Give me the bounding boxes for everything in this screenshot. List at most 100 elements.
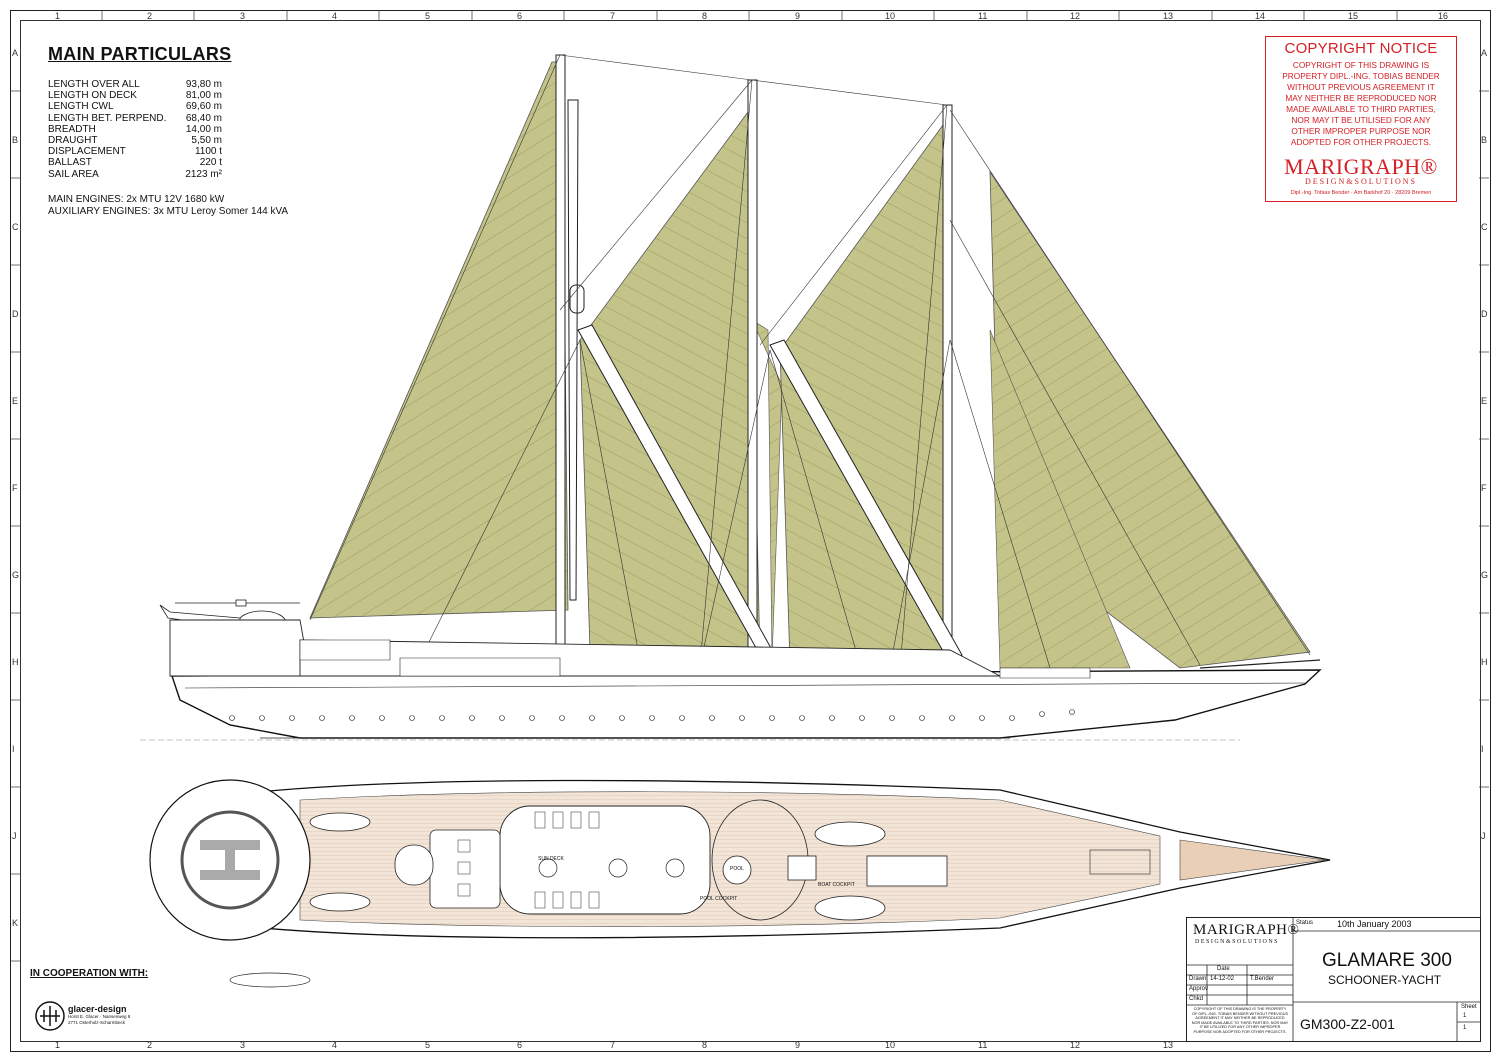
tender-bottom xyxy=(814,895,886,921)
grid-row-label: F xyxy=(12,483,18,493)
tb-copyright: COPYRIGHT OF THIS DRAWING IS THE PROPERT… xyxy=(1191,1007,1289,1034)
grid-col-label: 11 xyxy=(978,1040,988,1050)
grid-col-label: 1 xyxy=(55,11,61,21)
grid-row-label: G xyxy=(1481,570,1489,580)
particular-value: 69,60 m xyxy=(185,101,222,113)
particular-label: BALLAST xyxy=(48,157,92,169)
drawing-number: GM300-Z2-001 xyxy=(1300,1016,1395,1032)
mast-main xyxy=(747,79,758,671)
tb-status-value: 10th January 2003 xyxy=(1337,919,1412,929)
tb-drawn-date: 14-12-02 xyxy=(1210,976,1235,982)
particular-value: 93,80 m xyxy=(185,79,222,90)
pool-label: POOL xyxy=(730,866,744,872)
aft-deckhouse xyxy=(169,619,311,677)
copyright-line: WITHOUT PREVIOUS AGREEMENT IT xyxy=(1287,82,1435,92)
copyright-notice: COPYRIGHT NOTICE COPYRIGHT OF THIS DRAWI… xyxy=(1265,36,1457,202)
bow-area xyxy=(1179,839,1326,881)
sun-deck-label: SUN DECK xyxy=(538,856,564,862)
particular-label: BREADTH xyxy=(48,123,96,135)
glacer-logo-icon xyxy=(35,1001,65,1031)
hull-profile xyxy=(140,619,1322,741)
particular-value: 68,40 m xyxy=(185,112,222,124)
copyright-body: COPYRIGHT OF THIS DRAWING IS PROPERTY DI… xyxy=(1266,60,1456,148)
fore-sail xyxy=(309,61,569,619)
mast-mizzen xyxy=(942,104,953,671)
grid-row-label: G xyxy=(12,570,20,580)
particular-row: BREADTH 14,00 m xyxy=(48,124,222,135)
grid-col-label: 3 xyxy=(240,1040,246,1050)
particular-value: 5,50 m xyxy=(191,135,222,147)
grid-col-label: 5 xyxy=(425,1040,431,1050)
sun-loungers xyxy=(457,811,600,909)
copyright-line: PROPERTY DIPL.-ING. TOBIAS BENDER xyxy=(1282,71,1440,81)
glacer-name: glacer-design xyxy=(68,1004,127,1014)
tb-status-label: Status xyxy=(1296,920,1314,926)
tb-drawn-by: T.Bender xyxy=(1250,976,1275,982)
grid-col-label: 1 xyxy=(55,1040,61,1050)
boat-cockpit-label: BOAT COCKPIT xyxy=(818,882,855,888)
particular-value: 81,00 m xyxy=(185,90,222,102)
grid-col-label: 13 xyxy=(1163,1040,1174,1050)
grid-col-label: 6 xyxy=(517,11,523,21)
tb-date-label: Date xyxy=(1217,966,1230,972)
marigraph-tagline: DESIGN&SOLUTIONS xyxy=(1305,177,1417,186)
particular-label: LENGTH CWL xyxy=(48,101,114,113)
grid-row-label: E xyxy=(1481,396,1488,406)
project-type: SCHOONER-YACHT xyxy=(1328,973,1442,987)
grid-row-label: D xyxy=(12,309,19,319)
grid-col-label: 12 xyxy=(1070,1040,1081,1050)
grid-col-label: 16 xyxy=(1438,11,1449,21)
marigraph-address: Dipl.-Ing. Tobias Bender · Am Barkhof 20… xyxy=(1290,190,1432,196)
hull xyxy=(171,669,1322,739)
copyright-line: OTHER IMPROPER PURPOSE NOR xyxy=(1291,126,1431,136)
grid-row-label: D xyxy=(1481,309,1488,319)
grid-col-label: 8 xyxy=(702,11,708,21)
grid-col-label: 10 xyxy=(885,1040,896,1050)
tender-top xyxy=(814,821,886,847)
grid-row-label: H xyxy=(1481,657,1488,667)
glacer-address-2: 2771 Osterholz-Scharmbeck xyxy=(68,1020,126,1025)
particular-value: 14,00 m xyxy=(185,123,222,135)
grid-row-label: E xyxy=(12,396,19,406)
grid-col-label: 10 xyxy=(885,11,896,21)
grid-col-label: 2 xyxy=(147,11,153,21)
portholes xyxy=(229,709,1075,721)
grid-col-label: 15 xyxy=(1348,11,1359,21)
grid-row-label: C xyxy=(1481,222,1488,232)
grid-col-label: 11 xyxy=(978,11,988,21)
helipad-marking xyxy=(200,840,260,880)
staysail-1 xyxy=(579,110,761,661)
grid-row-label: K xyxy=(12,918,19,928)
cooperation-label: IN COOPERATION WITH: xyxy=(30,968,149,979)
grid-col-label: 3 xyxy=(240,11,246,21)
grid-col-label: 9 xyxy=(795,1040,801,1050)
particular-value: 1100 t xyxy=(194,146,222,158)
particular-label: LENGTH BET. PERPEND. xyxy=(48,112,167,124)
copyright-line: MAY NEITHER BE REPRODUCED NOR xyxy=(1285,93,1437,103)
glacer-address-1: Horst E. Glacer · Nansenweg 8 xyxy=(68,1014,131,1019)
grid-row-label: B xyxy=(1481,135,1488,145)
particular-label: DRAUGHT xyxy=(48,135,98,147)
tb-sheet-of: 1 xyxy=(1463,1025,1467,1031)
grid-row-label: B xyxy=(12,135,19,145)
particular-label: DISPLACEMENT xyxy=(48,146,126,158)
grid-row-label: A xyxy=(12,48,19,58)
copyright-line: NOR MAY IT BE UTILISED FOR ANY xyxy=(1291,115,1431,125)
copyright-line: ADOPTED FOR OTHER PROJECTS. xyxy=(1290,137,1432,147)
outer-frame xyxy=(10,10,1491,1052)
grid-col-label: 7 xyxy=(610,1040,616,1050)
title-block-grid xyxy=(1187,918,1480,1041)
particular-row: DISPLACEMENT 1100 t xyxy=(48,146,222,157)
tb-brand: MARIGRAPH® xyxy=(1193,922,1300,938)
particular-row: DRAUGHT 5,50 m xyxy=(48,135,222,146)
tb-sheet-num: 1 xyxy=(1463,1013,1467,1019)
grid-col-label: 12 xyxy=(1070,11,1081,21)
grid-row-label: J xyxy=(12,831,17,841)
grid-col-label: 6 xyxy=(517,1040,523,1050)
